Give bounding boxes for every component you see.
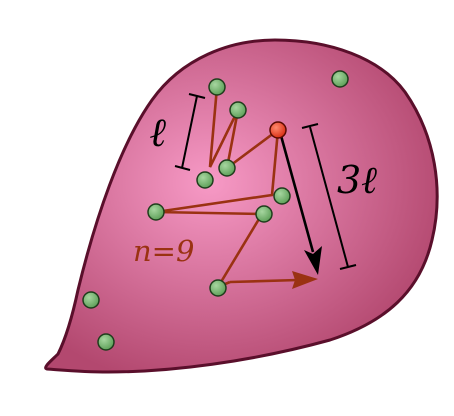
confinement-body bbox=[44, 38, 439, 374]
bead-green-circle-icon bbox=[208, 78, 226, 96]
free-beads bbox=[82, 70, 349, 351]
distance-bracket bbox=[301, 123, 357, 270]
bead-green-circle-icon bbox=[196, 171, 214, 189]
bead-green-circle-icon bbox=[218, 159, 236, 177]
bead-green-circle-icon bbox=[82, 291, 100, 309]
bead-green-circle-icon bbox=[255, 205, 273, 223]
step-length-label: ℓ bbox=[150, 109, 167, 156]
walk-arrowhead-icon bbox=[292, 271, 318, 289]
bead-green-circle-icon bbox=[97, 333, 115, 351]
start-bead-red-circle-icon bbox=[269, 121, 287, 139]
distance-label: 3ℓ bbox=[337, 158, 377, 202]
final-step-line bbox=[229, 278, 299, 284]
random-walk-path bbox=[155, 86, 280, 290]
bead-green-circle-icon bbox=[147, 203, 165, 221]
bead-count-label: n=9 bbox=[133, 234, 194, 268]
step-length-bracket bbox=[174, 93, 206, 171]
bead-green-circle-icon bbox=[331, 70, 349, 88]
path-beads bbox=[147, 78, 291, 297]
bead-green-circle-icon bbox=[209, 279, 227, 297]
bead-green-circle-icon bbox=[229, 101, 247, 119]
end-to-end-arrowhead-icon bbox=[304, 246, 322, 275]
end-to-end-arrow-shaft bbox=[278, 131, 315, 253]
bead-green-circle-icon bbox=[273, 187, 291, 205]
